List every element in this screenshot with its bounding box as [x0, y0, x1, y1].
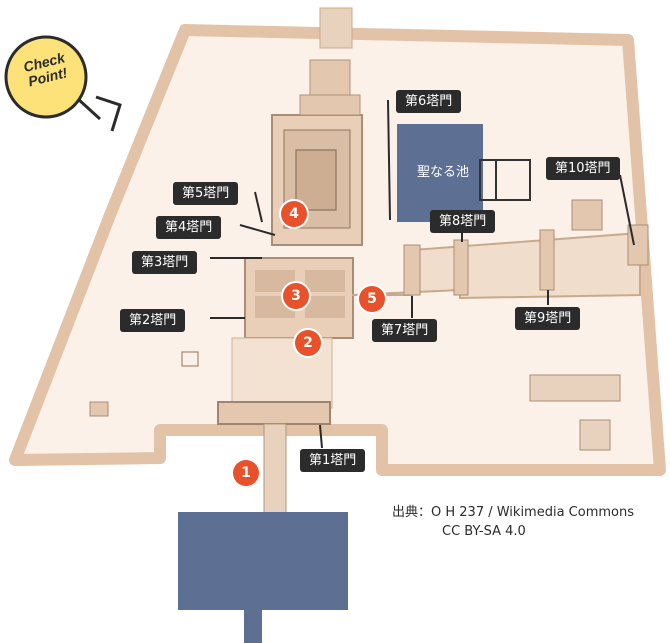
credit-line1: 出典：O H 237 / Wikimedia Commons: [392, 505, 634, 520]
marker-5[interactable]: 5: [359, 286, 385, 312]
pylon-4-label: 第4塔門: [156, 216, 222, 239]
marker-4[interactable]: 4: [281, 201, 307, 227]
pylon-10-label: 第10塔門: [546, 157, 620, 180]
quay-basin: [178, 512, 348, 610]
credit-line2: CC BY-SA 4.0: [442, 524, 526, 539]
pylon-6-label: 第6塔門: [396, 90, 462, 113]
pylon-2-label: 第2塔門: [120, 309, 186, 332]
marker-1[interactable]: 1: [233, 460, 259, 486]
checkpoint-badge: Check Point!: [0, 35, 122, 132]
pylon-8-label: 第8塔門: [430, 210, 496, 233]
magnifier-icon: [4, 35, 122, 132]
sacred-lake: [397, 124, 483, 222]
image-credit: 出典：O H 237 / Wikimedia Commons CC BY-SA …: [392, 503, 634, 541]
marker-2[interactable]: 2: [295, 330, 321, 356]
marker-3[interactable]: 3: [283, 283, 309, 309]
pylon-7-label: 第7塔門: [372, 319, 438, 342]
first-pylon: [217, 401, 331, 425]
pylon-3-label: 第3塔門: [132, 251, 198, 274]
pylon-1-label: 第1塔門: [300, 449, 366, 472]
dromos: [263, 423, 287, 515]
pylon-5-label: 第5塔門: [173, 182, 239, 205]
sacred-lake-label: 聖なる池: [417, 165, 470, 180]
north-gate: [319, 7, 353, 49]
pylon-9-label: 第9塔門: [515, 307, 581, 330]
